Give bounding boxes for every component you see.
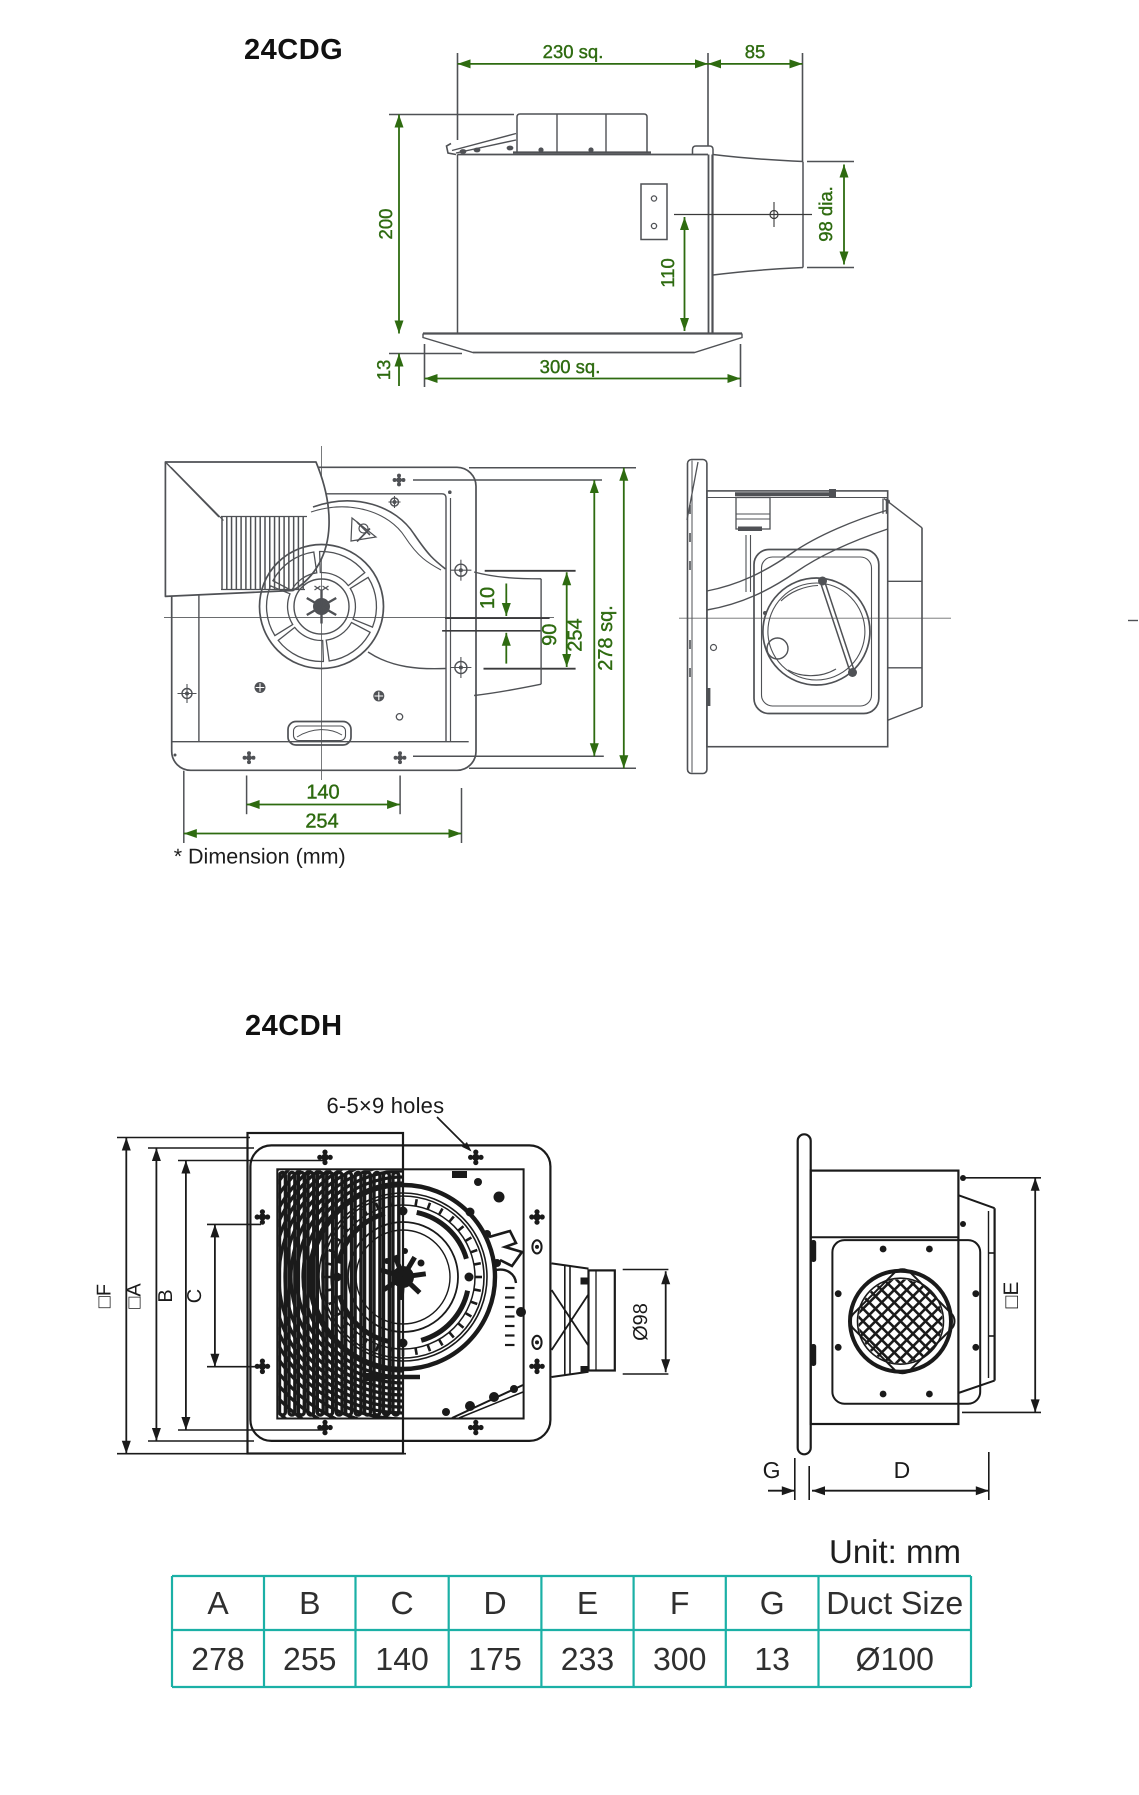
svg-text:255: 255 xyxy=(283,1641,336,1677)
svg-text:278 sq.: 278 sq. xyxy=(595,605,617,671)
svg-text:B: B xyxy=(299,1585,320,1621)
svg-text:140: 140 xyxy=(306,782,339,804)
svg-text:6-5×9 holes: 6-5×9 holes xyxy=(327,1093,445,1118)
svg-text:24CDG: 24CDG xyxy=(244,34,343,66)
svg-text:254: 254 xyxy=(565,618,587,651)
svg-text:Unit: mm: Unit: mm xyxy=(829,1533,961,1570)
svg-text:230 sq.: 230 sq. xyxy=(543,41,604,62)
svg-text:E: E xyxy=(577,1585,598,1621)
svg-text:Duct Size: Duct Size xyxy=(826,1585,963,1621)
svg-text:□A: □A xyxy=(124,1283,146,1309)
svg-text:300: 300 xyxy=(653,1641,706,1677)
svg-text:□F: □F xyxy=(94,1284,116,1308)
svg-text:F: F xyxy=(670,1585,690,1621)
svg-text:233: 233 xyxy=(561,1641,614,1677)
svg-text:C: C xyxy=(391,1585,414,1621)
svg-text:140: 140 xyxy=(375,1641,428,1677)
svg-text:175: 175 xyxy=(468,1641,521,1677)
svg-text:13: 13 xyxy=(754,1641,790,1677)
svg-text:Ø98: Ø98 xyxy=(630,1303,652,1341)
svg-text:Ø100: Ø100 xyxy=(856,1641,934,1677)
svg-text:□E: □E xyxy=(1000,1282,1023,1309)
svg-text:110: 110 xyxy=(657,258,678,288)
svg-text:85: 85 xyxy=(745,41,766,62)
svg-text:300 sq.: 300 sq. xyxy=(540,356,601,377)
svg-text:A: A xyxy=(207,1585,229,1621)
svg-text:* Dimension (mm): * Dimension (mm) xyxy=(174,845,346,869)
svg-text:D: D xyxy=(894,1457,911,1483)
svg-text:D: D xyxy=(483,1585,506,1621)
svg-text:24CDH: 24CDH xyxy=(245,1010,343,1042)
svg-text:200: 200 xyxy=(375,209,396,240)
svg-text:278: 278 xyxy=(191,1641,244,1677)
svg-text:B: B xyxy=(155,1289,177,1302)
svg-text:13: 13 xyxy=(373,360,394,381)
svg-text:254: 254 xyxy=(305,811,338,833)
svg-text:90: 90 xyxy=(539,624,561,646)
svg-text:G: G xyxy=(760,1585,785,1621)
svg-text:10: 10 xyxy=(477,587,499,609)
svg-text:98 dia.: 98 dia. xyxy=(815,186,836,242)
svg-text:C: C xyxy=(184,1289,206,1303)
svg-text:G: G xyxy=(763,1457,781,1483)
